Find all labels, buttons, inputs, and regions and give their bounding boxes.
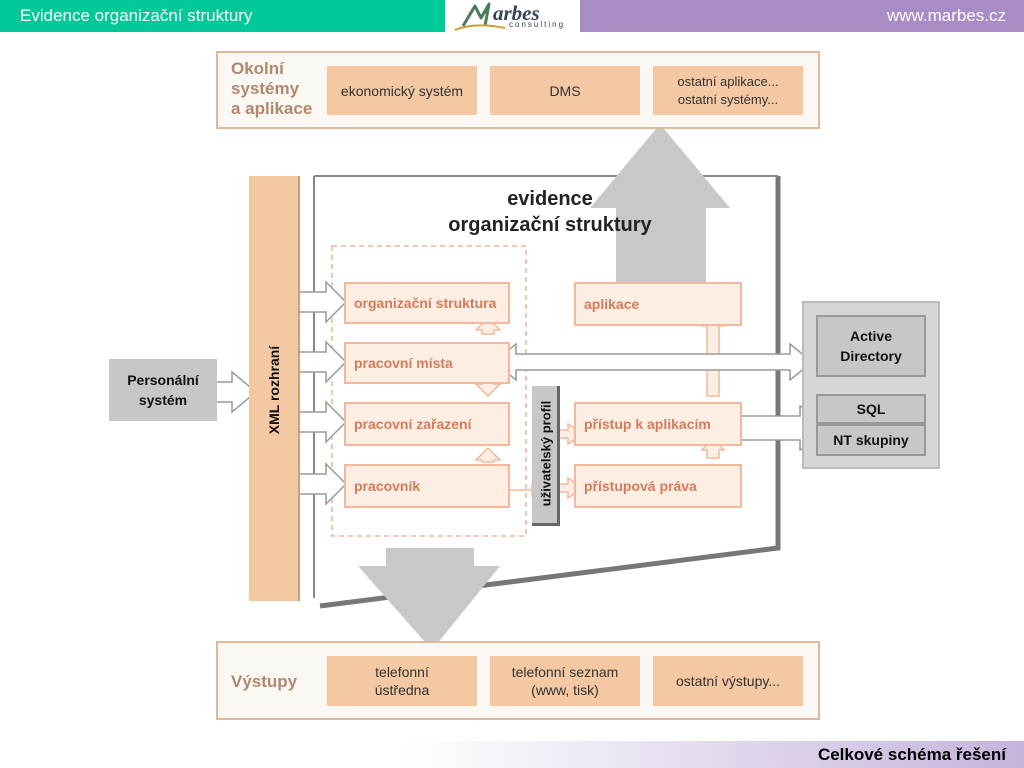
xml-interface	[249, 176, 300, 601]
box-other-outputs: ostatní výstupy...	[653, 656, 803, 706]
box-phone-exchange: telefonní ústředna	[327, 656, 477, 706]
bottom-panel-label: Výstupy	[231, 672, 298, 691]
item-work-assignment: pracovní zařazení	[344, 402, 510, 446]
marbes-logo: arbes consulting	[445, 0, 580, 32]
item-org-structure: organizační struktura	[344, 282, 510, 324]
item-applications: aplikace	[574, 282, 742, 326]
pink-arrow-v6	[700, 436, 726, 459]
main-title: evidence organizační struktury	[448, 188, 652, 236]
item-work-positions: pracovní místa	[344, 342, 510, 384]
website-link[interactable]: www.marbes.cz	[580, 0, 1024, 32]
up-arrow	[590, 124, 730, 290]
item-app-access: přístup k aplikacím	[574, 402, 742, 446]
pink-arrow-v1	[474, 316, 502, 335]
down-arrow	[358, 548, 500, 650]
personal-system: Personální systém	[109, 359, 217, 421]
box-dms: DMS	[490, 66, 640, 115]
pink-arrow-v4	[474, 446, 502, 463]
item-employee: pracovník	[344, 464, 510, 508]
item-access-rights: přístupová práva	[574, 464, 742, 508]
active-directory: Active Directory	[816, 315, 926, 377]
box-other-apps: ostatní aplikace... ostatní systémy...	[653, 66, 803, 115]
logo-subtext: consulting	[509, 20, 566, 29]
footer-title: Celkové schéma řešení	[817, 745, 1006, 764]
xml-interface-label: XML rozhraní	[266, 345, 282, 435]
slide-title: Evidence organizační struktury	[0, 0, 445, 32]
footer-bar	[400, 741, 1024, 768]
top-panel-label: Okolní systémy a aplikace	[231, 59, 313, 118]
dashed-group	[331, 245, 527, 537]
logo-text: arbes	[493, 1, 540, 25]
nt-groups-box: NT skupiny	[816, 424, 926, 456]
box-economic-system: ekonomický systém	[327, 66, 477, 115]
box-phone-directory: telefonní seznam (www, tisk)	[490, 656, 640, 706]
sql-box: SQL	[816, 394, 926, 424]
user-profile-label: uživatelský profil	[538, 400, 554, 507]
user-profile	[532, 386, 560, 526]
